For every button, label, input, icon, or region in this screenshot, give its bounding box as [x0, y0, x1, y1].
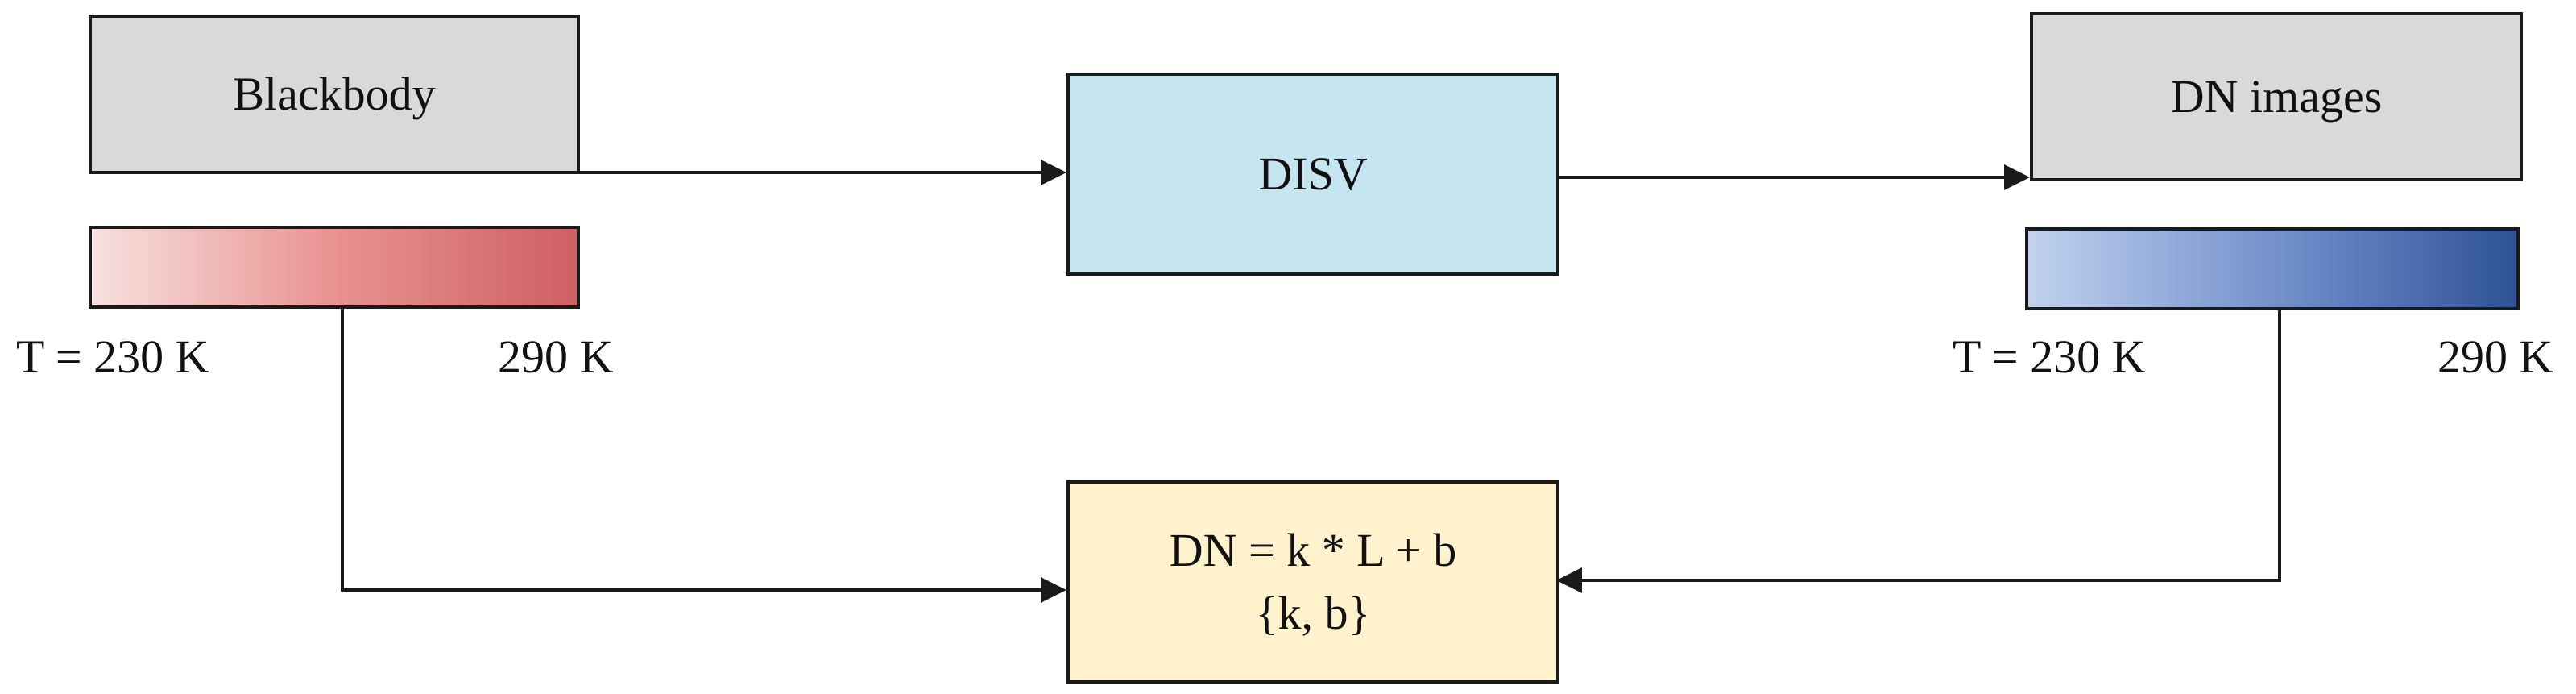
- temperature-gradient-bar: [89, 226, 580, 309]
- dn-range-start: T = 230 K: [1953, 330, 2146, 383]
- dn-range-end: 290 K: [2437, 330, 2553, 383]
- disv-label: DISV: [1258, 147, 1368, 200]
- calibration-model-box: DN = k * L + b {k, b}: [1066, 480, 1559, 684]
- disv-box: DISV: [1066, 73, 1559, 276]
- model-equation: DN = k * L + b: [1169, 523, 1457, 576]
- model-params: {k, b}: [1255, 587, 1371, 639]
- blackbody-label: Blackbody: [233, 67, 436, 120]
- dn-images-box: DN images: [2030, 12, 2523, 181]
- arrow-dn-to-model: [1556, 309, 2281, 593]
- arrow-blackbody-to-disv: [580, 160, 1066, 185]
- temperature-range-start: T = 230 K: [16, 330, 209, 383]
- arrow-disv-to-dn-images: [1556, 164, 2030, 190]
- arrow-temperature-to-model: [341, 307, 1066, 603]
- temperature-range-end: 290 K: [498, 330, 614, 383]
- dn-gradient-bar: [2025, 227, 2520, 310]
- blackbody-box: Blackbody: [89, 15, 580, 174]
- dn-images-label: DN images: [2170, 69, 2383, 123]
